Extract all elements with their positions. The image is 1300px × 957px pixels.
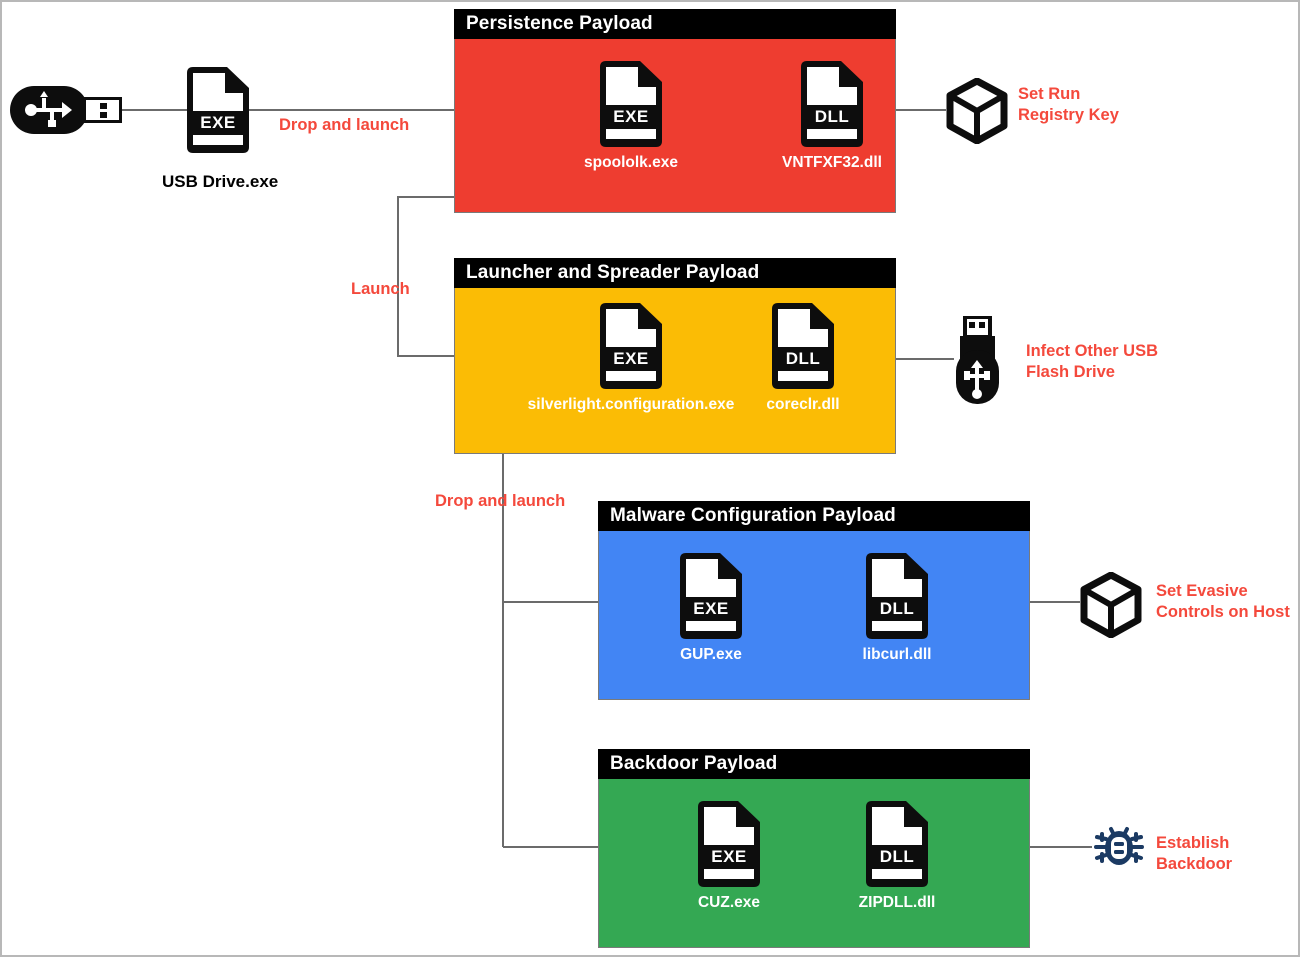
file-name-label: CUZ.exe [697, 894, 761, 911]
file-extension-label: EXE [613, 107, 649, 126]
outcome-line: Backdoor [1156, 855, 1233, 873]
source-file-node: EXE [187, 67, 249, 153]
edge-label-launch: Launch [351, 280, 410, 298]
edge-label-drop-and-launch-2: Drop and launch [435, 492, 566, 510]
payload-title: Launcher and Spreader Payload [454, 258, 896, 288]
outcome-line: Infect Other USB [1026, 342, 1159, 360]
dll-file-icon: DLL [772, 303, 834, 389]
payload-persistence[interactable]: Persistence Payload EXE spoololk.exe [454, 9, 896, 213]
exe-file-icon: EXE [600, 61, 662, 147]
bug-icon [1092, 820, 1146, 874]
payload-file-slot[interactable]: EXE silverlight.configuration.exe [492, 303, 770, 414]
payload-backdoor[interactable]: Backdoor Payload EXE CUZ.exe [598, 749, 1030, 948]
cube-box-icon [1080, 571, 1142, 639]
edge-label-drop-and-launch-1: Drop and launch [279, 116, 410, 134]
exe-file-icon: EXE [680, 553, 742, 639]
payload-launcher-and-spreader[interactable]: Launcher and Spreader Payload EXE silver… [454, 258, 896, 454]
outcome-line: Establish [1156, 834, 1230, 852]
exe-file-icon: EXE [187, 67, 249, 153]
payload-file-slot[interactable]: EXE spoololk.exe [551, 61, 711, 172]
payload-file-slot[interactable]: DLL ZIPDLL.dll [817, 801, 977, 912]
outcome-line: Registry Key [1018, 106, 1119, 124]
usb-flash-drive-icon [952, 315, 1002, 404]
payload-title: Backdoor Payload [598, 749, 1030, 779]
file-name-label: libcurl.dll [862, 646, 932, 663]
exe-file-icon: EXE [698, 801, 760, 887]
file-name-label: spoololk.exe [584, 154, 678, 171]
file-extension-label: DLL [814, 107, 850, 126]
payload-title: Persistence Payload [454, 9, 896, 39]
outcome-line: Controls on Host [1156, 603, 1290, 621]
outcome-label-set-run-registry-key: Set Run Registry Key [1018, 84, 1119, 126]
payload-malware-configuration[interactable]: Malware Configuration Payload EXE GUP.ex… [598, 501, 1030, 700]
payload-file-slot[interactable]: DLL libcurl.dll [817, 553, 977, 664]
file-name-label: ZIPDLL.dll [858, 894, 936, 911]
file-name-label: VNTFXF32.dll [782, 154, 882, 171]
outcome-line: Set Evasive [1156, 582, 1248, 600]
usb-drive-icon [10, 84, 126, 136]
dll-file-icon: DLL [866, 553, 928, 639]
file-extension-label: DLL [879, 599, 915, 618]
outcome-label-establish-backdoor: Establish Backdoor [1156, 833, 1232, 875]
outcome-line: Flash Drive [1026, 363, 1115, 381]
file-extension-label: EXE [200, 113, 236, 132]
outcome-line: Set Run [1018, 85, 1081, 103]
file-extension-label: EXE [711, 847, 747, 866]
payload-file-slot[interactable]: EXE CUZ.exe [649, 801, 809, 912]
file-extension-label: DLL [785, 349, 821, 368]
dll-file-icon: DLL [801, 61, 863, 147]
payload-title: Malware Configuration Payload [598, 501, 1030, 531]
file-extension-label: DLL [879, 847, 915, 866]
cube-box-icon [946, 77, 1008, 145]
outcome-label-set-evasive-controls-on-host: Set Evasive Controls on Host [1156, 581, 1290, 623]
file-extension-label: EXE [613, 349, 649, 368]
payload-file-slot[interactable]: EXE GUP.exe [631, 553, 791, 664]
payload-file-slot[interactable]: DLL VNTFXF32.dll [752, 61, 912, 172]
payload-file-slot[interactable]: DLL coreclr.dll [723, 303, 883, 414]
file-name-label: silverlight.configuration.exe [527, 396, 735, 413]
file-extension-label: EXE [693, 599, 729, 618]
exe-file-icon: EXE [600, 303, 662, 389]
file-name-label: GUP.exe [680, 646, 742, 663]
outcome-label-infect-other-usb-flash-drive: Infect Other USB Flash Drive [1026, 341, 1158, 383]
source-file-label: USB Drive.exe [162, 172, 279, 191]
dll-file-icon: DLL [866, 801, 928, 887]
file-name-label: coreclr.dll [766, 396, 840, 413]
